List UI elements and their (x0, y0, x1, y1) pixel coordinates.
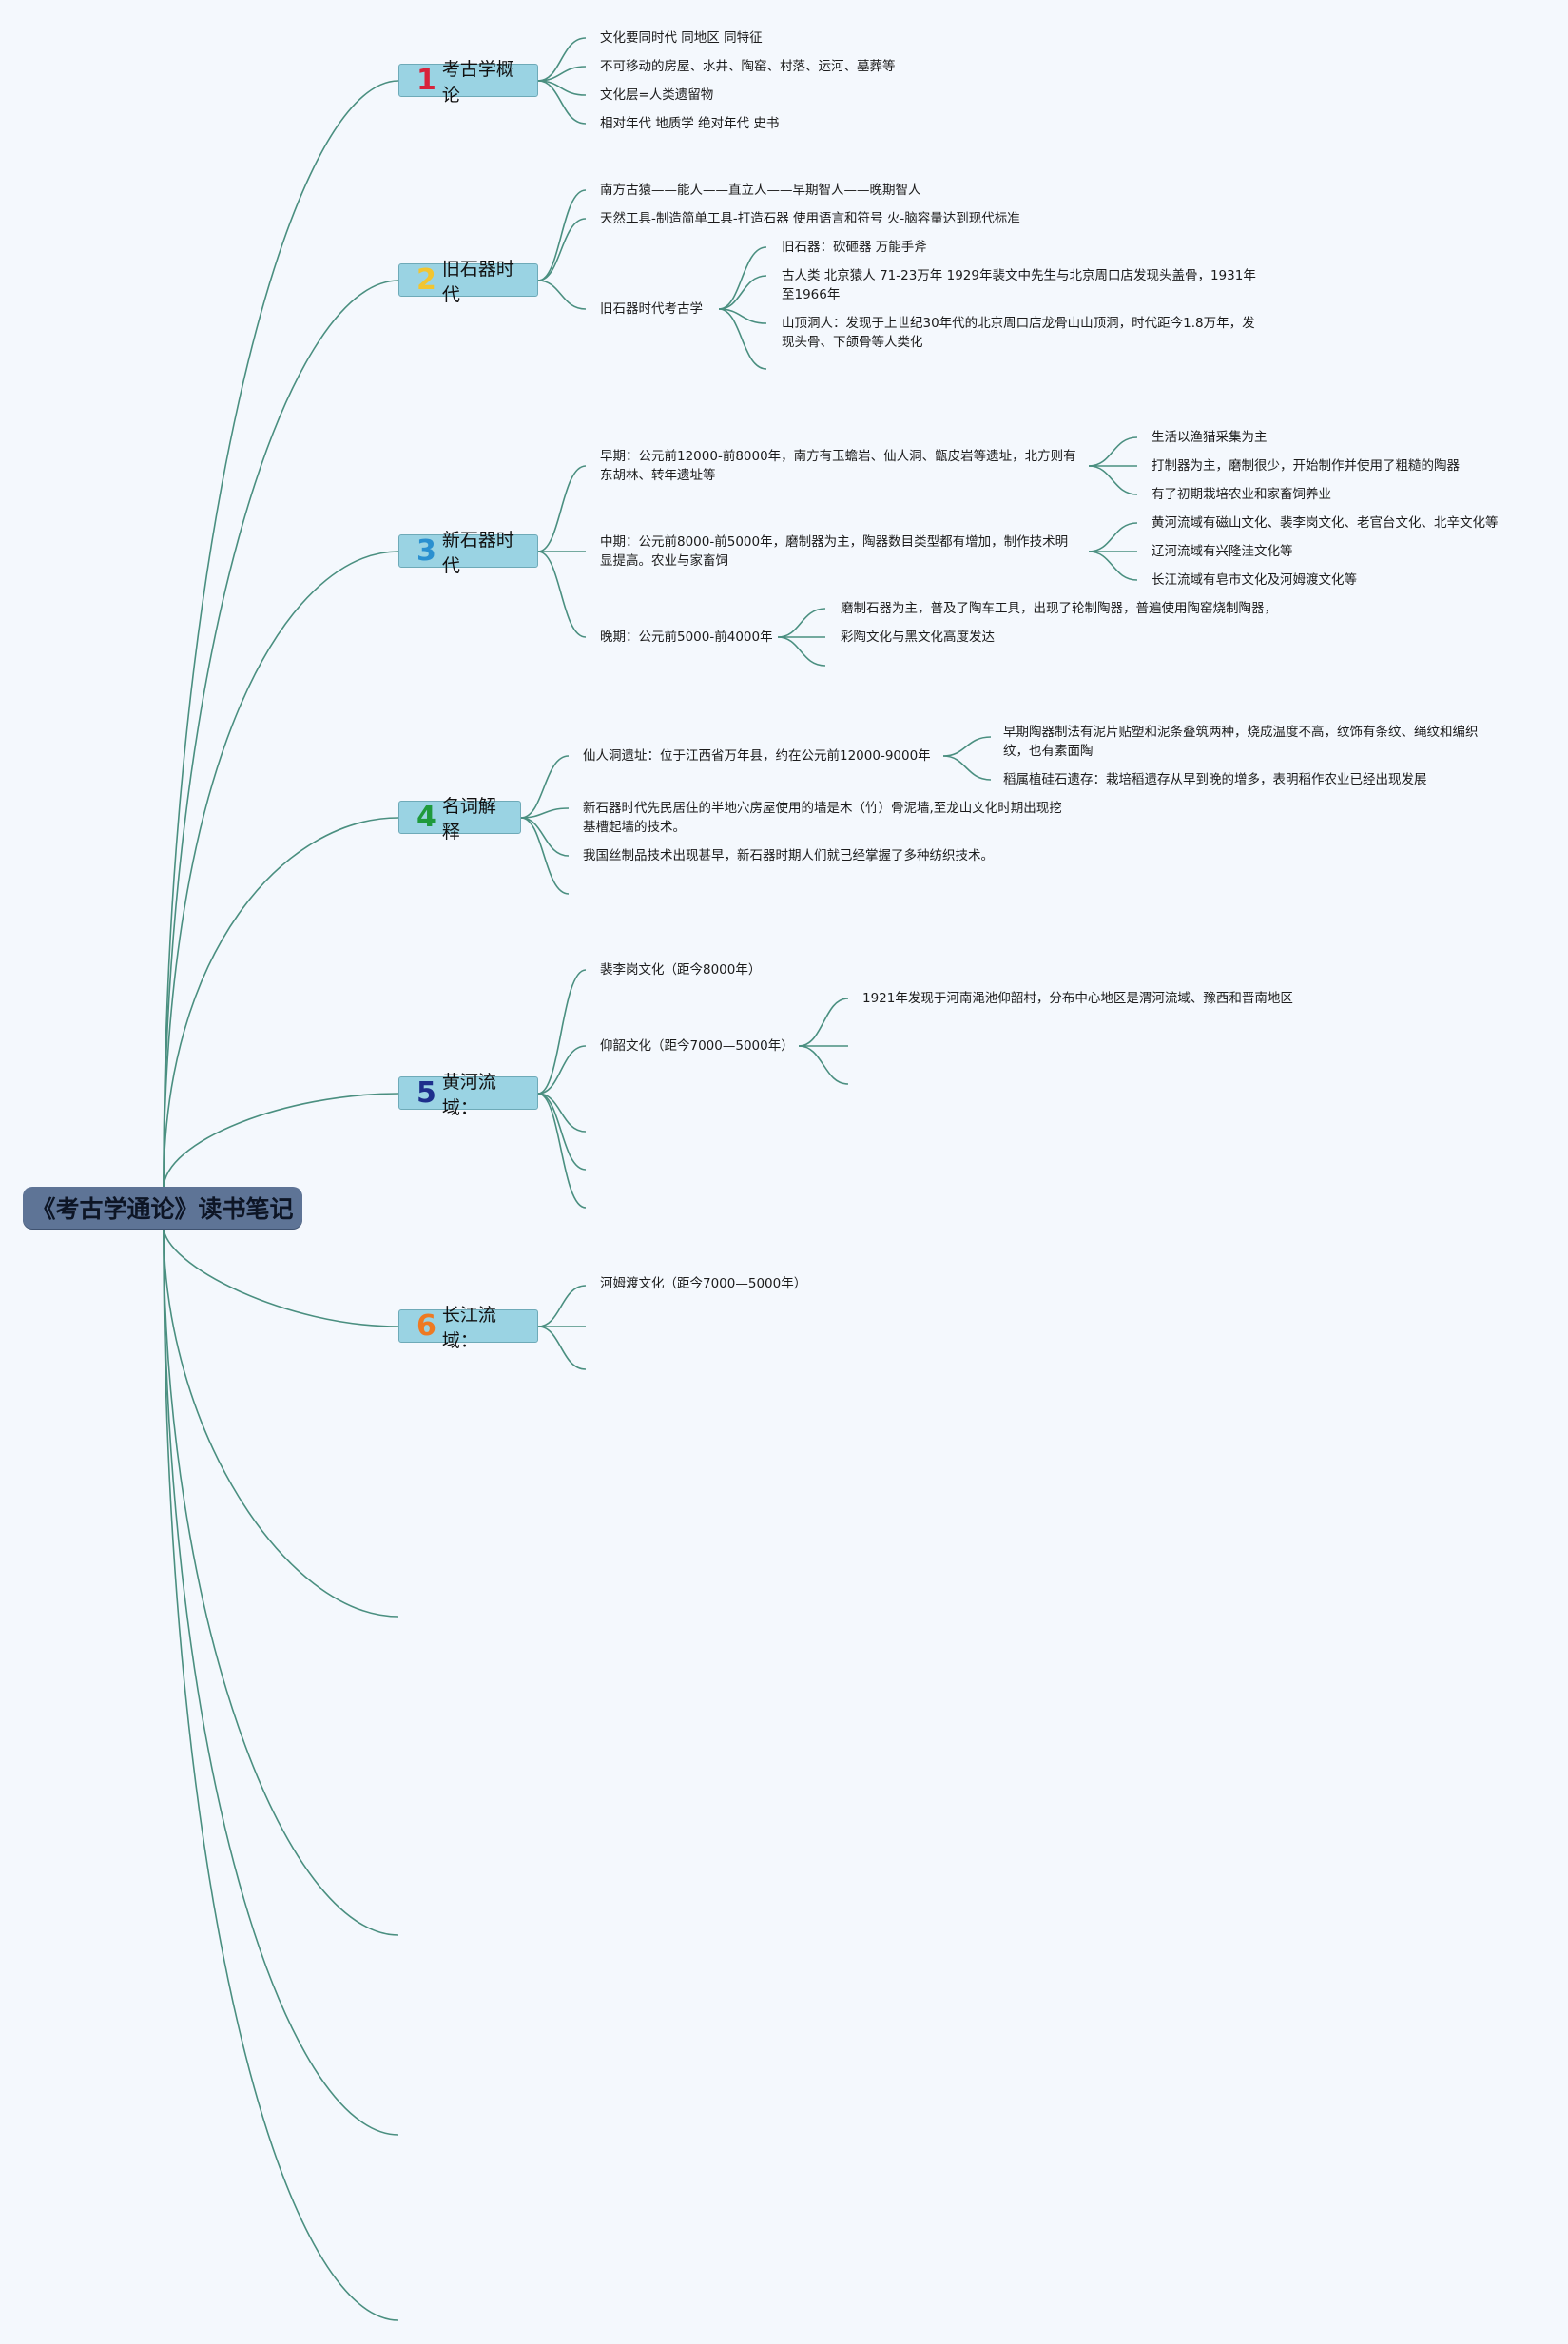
topic-label: 考古学概论 (441, 58, 514, 106)
t5-leaf-b[interactable]: 仰韶文化（距今7000—5000年） (600, 1038, 794, 1054)
t3-mid-2[interactable]: 辽河流域有兴隆洼文化等 (1152, 544, 1293, 559)
t4-leaf-c[interactable]: 我国丝制品技术出现甚早，新石器时期人们就已经掌握了多种纺织技术。 (583, 848, 994, 863)
t3-early-1[interactable]: 生活以渔猎采集为主 (1152, 430, 1268, 445)
topic-4-node[interactable]: 4 名词解释 (398, 796, 521, 843)
t4-leaf-a[interactable]: 仙人洞遗址：位于江西省万年县，约在公元前12000-9000年 (583, 748, 931, 764)
root-title: 《考古学通论》读书笔记 (31, 1195, 294, 1223)
number-3-icon: 3 (416, 533, 436, 568)
topic-label: 长江流域： (441, 1304, 496, 1351)
t4-leaf-a1[interactable]: 早期陶器制法有泥片贴塑和泥条叠筑两种，烧成温度不高，纹饰有条纹、绳纹和编织纹，也… (1003, 725, 1479, 759)
t1-leaf-2[interactable]: 不可移动的房屋、水井、陶窑、村落、运河、墓葬等 (600, 59, 896, 74)
t3-early[interactable]: 早期：公元前12000-前8000年，南方有玉蟾岩、仙人洞、甑皮岩等遗址，北方则… (600, 449, 1076, 483)
number-2-icon: 2 (416, 262, 436, 297)
topic-label: 黄河流域： (441, 1071, 496, 1118)
root-node[interactable]: 《考古学通论》读书笔记 (23, 1187, 302, 1229)
t3-early-2[interactable]: 打制器为主，磨制很少，开始制作并使用了粗糙的陶器 (1152, 458, 1460, 474)
t2-leaf-a[interactable]: 南方古猿——能人——直立人——早期智人——晚期智人 (600, 183, 921, 198)
t6-leaf-a[interactable]: 河姆渡文化（距今7000—5000年） (600, 1276, 807, 1291)
t2-leaf-b[interactable]: 天然工具-制造简单工具-打造石器 使用语言和符号 火-脑容量达到现代标准 (600, 211, 1020, 226)
topic-label: 新石器时代 (441, 529, 514, 576)
t2-leaf-c3[interactable]: 山顶洞人：发现于上世纪30年代的北京周口店龙骨山山顶洞，时代距今1.8万年，发现… (782, 316, 1255, 350)
t3-early-3[interactable]: 有了初期栽培农业和家畜饲养业 (1152, 487, 1331, 502)
t3-late-2[interactable]: 彩陶文化与黑文化高度发达 (841, 630, 995, 645)
t3-mid-1[interactable]: 黄河流域有磁山文化、裴李岗文化、老官台文化、北辛文化等 (1152, 515, 1499, 531)
topic-label: 名词解释 (441, 795, 496, 843)
t4-leaf-a2[interactable]: 稻属植硅石遗存：栽培稻遗存从早到晚的增多，表明稻作农业已经出现发展 (1003, 772, 1427, 787)
topic-label: 旧石器时代 (441, 258, 514, 305)
t3-late[interactable]: 晚期：公元前5000-前4000年 (600, 630, 773, 645)
topic-1-node[interactable]: 1 考古学概论 (398, 59, 538, 106)
t2-leaf-c1[interactable]: 旧石器：砍砸器 万能手斧 (782, 240, 927, 255)
t3-mid[interactable]: 中期：公元前8000-前5000年，磨制器为主，陶器数目类型都有增加，制作技术明… (600, 534, 1069, 569)
t4-leaf-b[interactable]: 新石器时代先民居住的半地穴房屋使用的墙是木（竹）骨泥墙,至龙山文化时期出现挖基槽… (583, 801, 1062, 835)
topic-5-node[interactable]: 5 黄河流域： (398, 1072, 538, 1118)
topic-3-node[interactable]: 3 新石器时代 (398, 530, 538, 576)
topic-2-node[interactable]: 2 旧石器时代 (398, 259, 538, 305)
t3-mid-3[interactable]: 长江流域有皂市文化及河姆渡文化等 (1152, 572, 1357, 588)
t1-leaf-1[interactable]: 文化要同时代 同地区 同特征 (600, 30, 763, 46)
t1-leaf-4[interactable]: 相对年代 地质学 绝对年代 史书 (600, 116, 780, 131)
t2-leaf-c2[interactable]: 古人类 北京猿人 71-23万年 1929年裴文中先生与北京周口店发现头盖骨，1… (782, 268, 1256, 302)
number-5-icon: 5 (416, 1075, 436, 1110)
t5-leaf-b1[interactable]: 1921年发现于河南渑池仰韶村，分布中心地区是渭河流域、豫西和晋南地区 (862, 991, 1293, 1006)
topic-6-node[interactable]: 6 长江流域： (398, 1305, 538, 1351)
t5-leaf-a[interactable]: 裴李岗文化（距今8000年） (600, 962, 762, 978)
t3-late-1[interactable]: 磨制石器为主，普及了陶车工具，出现了轮制陶器，普遍使用陶窑烧制陶器， (841, 601, 1277, 616)
number-1-icon: 1 (416, 63, 436, 97)
number-6-icon: 6 (416, 1308, 436, 1343)
number-4-icon: 4 (416, 800, 436, 834)
t2-leaf-c[interactable]: 旧石器时代考古学 (600, 301, 703, 317)
t1-leaf-3[interactable]: 文化层=人类遗留物 (600, 87, 714, 103)
